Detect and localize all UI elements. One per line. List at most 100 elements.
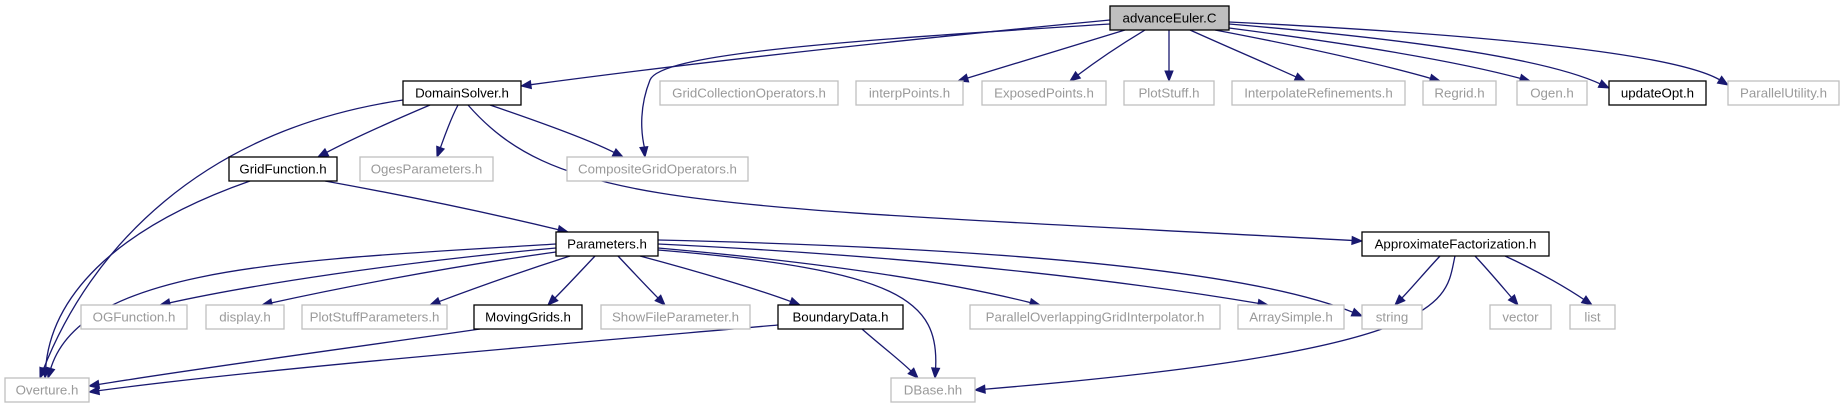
node-box [359, 156, 494, 182]
node-box [1361, 304, 1423, 330]
edge-DomainSolver-to-ApproximateFactorization [467, 104, 1364, 246]
node-list: list [1569, 304, 1616, 330]
node-box [1569, 304, 1616, 330]
node-box [473, 304, 583, 330]
node-OGFunction: OGFunction.h [80, 304, 188, 330]
edge-Parameters-to-display [260, 251, 557, 308]
node-updateOpt[interactable]: updateOpt.h [1608, 80, 1707, 106]
node-MovingGrids[interactable]: MovingGrids.h [473, 304, 583, 330]
node-label: ArraySimple.h [1249, 310, 1333, 325]
node-label: OGFunction.h [93, 310, 176, 325]
node-label: PlotStuffParameters.h [310, 310, 440, 325]
edge-Parameters-to-string [657, 239, 1364, 317]
node-interpPoints: interpPoints.h [855, 80, 964, 106]
node-Ogen: Ogen.h [1516, 80, 1588, 106]
node-box [566, 156, 749, 182]
node-Regrid: Regrid.h [1422, 80, 1497, 106]
edge-BoundaryData-to-Overture [87, 324, 779, 396]
edge-advanceEuler-to-Ogen [1228, 27, 1532, 83]
node-box [80, 304, 188, 330]
node-string: string [1361, 304, 1423, 330]
edge-Parameters-to-DBase [657, 249, 941, 380]
node-label: DBase.hh [904, 383, 962, 398]
node-label: ExposedPoints.h [994, 86, 1094, 101]
edge-advanceEuler-to-ExposedPoints [1068, 29, 1146, 82]
node-label: MovingGrids.h [485, 310, 571, 325]
node-box [301, 304, 448, 330]
edge-DomainSolver-to-CompositeGridOperators [489, 104, 625, 158]
node-box [659, 80, 839, 106]
edge-GridFunction-to-Overture [40, 180, 251, 380]
node-box [981, 80, 1107, 106]
node-box [777, 304, 904, 330]
node-label: interpPoints.h [869, 86, 950, 101]
node-label: ShowFileParameter.h [612, 310, 739, 325]
edge-advanceEuler-to-ParallelUtility [1228, 21, 1730, 86]
node-box [1422, 80, 1497, 106]
node-label: OgesParameters.h [371, 162, 483, 177]
node-box [1123, 80, 1215, 106]
node-GridFunction[interactable]: GridFunction.h [228, 156, 338, 182]
node-vector: vector [1489, 304, 1552, 330]
edge-advanceEuler-to-interpPoints [956, 29, 1126, 83]
node-box [1109, 5, 1230, 31]
node-CompositeGridOperators: CompositeGridOperators.h [566, 156, 749, 182]
nodes-layer: advanceEuler.C DomainSolver.h GridCollecti… [4, 5, 1840, 403]
node-label: string [1376, 310, 1409, 325]
node-label: updateOpt.h [1621, 86, 1694, 101]
node-box [1516, 80, 1588, 106]
node-box [1237, 304, 1345, 330]
node-box [402, 80, 522, 106]
edge-MovingGrids-to-Overture [87, 328, 481, 389]
node-label: ApproximateFactorization.h [1375, 237, 1537, 252]
edge-advanceEuler-to-CompositeGridOperators [639, 23, 1111, 159]
node-OgesParameters: OgesParameters.h [359, 156, 494, 182]
node-box [855, 80, 964, 106]
edge-ApproximateFactorization-to-string [1394, 255, 1441, 306]
node-ParallelOverlappingGridInterpolator: ParallelOverlappingGridInterpolator.h [969, 304, 1221, 330]
edge-Parameters-to-ArraySimple [657, 243, 1270, 308]
node-label: CompositeGridOperators.h [578, 162, 737, 177]
node-ArraySimple: ArraySimple.h [1237, 304, 1345, 330]
node-PlotStuffParameters: PlotStuffParameters.h [301, 304, 448, 330]
node-box [1727, 80, 1840, 106]
edge-advanceEuler-to-PlotStuff [1164, 29, 1174, 83]
node-ApproximateFactorization[interactable]: ApproximateFactorization.h [1361, 231, 1550, 257]
node-box [1361, 231, 1550, 257]
edges-layer [39, 19, 1730, 396]
node-label: Ogen.h [1530, 86, 1574, 101]
node-box [600, 304, 751, 330]
node-Parameters[interactable]: Parameters.h [555, 231, 659, 257]
node-label: Parameters.h [567, 237, 647, 252]
edge-advanceEuler-to-updateOpt [1228, 23, 1611, 89]
node-box [1608, 80, 1707, 106]
edge-GridFunction-to-Parameters [324, 180, 570, 235]
edge-Parameters-to-MovingGrids [547, 255, 596, 306]
node-label: GridCollectionOperators.h [672, 86, 826, 101]
node-ExposedPoints: ExposedPoints.h [981, 80, 1107, 106]
edge-Parameters-to-PlotStuffParameters [428, 255, 571, 306]
node-ShowFileParameter: ShowFileParameter.h [600, 304, 751, 330]
node-advanceEuler[interactable]: advanceEuler.C [1109, 5, 1230, 31]
node-InterpolateRefinements: InterpolateRefinements.h [1231, 80, 1406, 106]
node-label: DomainSolver.h [415, 86, 509, 101]
edge-Parameters-to-ShowFileParameter [617, 255, 666, 306]
node-label: GridFunction.h [239, 162, 326, 177]
node-label: InterpolateRefinements.h [1244, 86, 1393, 101]
node-label: Regrid.h [1434, 86, 1484, 101]
edge-BoundaryData-to-DBase [861, 328, 919, 379]
node-box [1231, 80, 1406, 106]
node-BoundaryData[interactable]: BoundaryData.h [777, 304, 904, 330]
node-display: display.h [205, 304, 285, 330]
node-box [555, 231, 659, 257]
node-label: ParallelUtility.h [1740, 86, 1827, 101]
node-label: vector [1502, 310, 1539, 325]
node-DomainSolver[interactable]: DomainSolver.h [402, 80, 522, 106]
node-box [228, 156, 338, 182]
node-label: advanceEuler.C [1123, 11, 1217, 26]
edge-advanceEuler-to-InterpolateRefinements [1189, 29, 1307, 82]
node-PlotStuff: PlotStuff.h [1123, 80, 1215, 106]
node-ParallelUtility: ParallelUtility.h [1727, 80, 1840, 106]
node-box [1489, 304, 1552, 330]
node-GridCollectionOperators: GridCollectionOperators.h [659, 80, 839, 106]
